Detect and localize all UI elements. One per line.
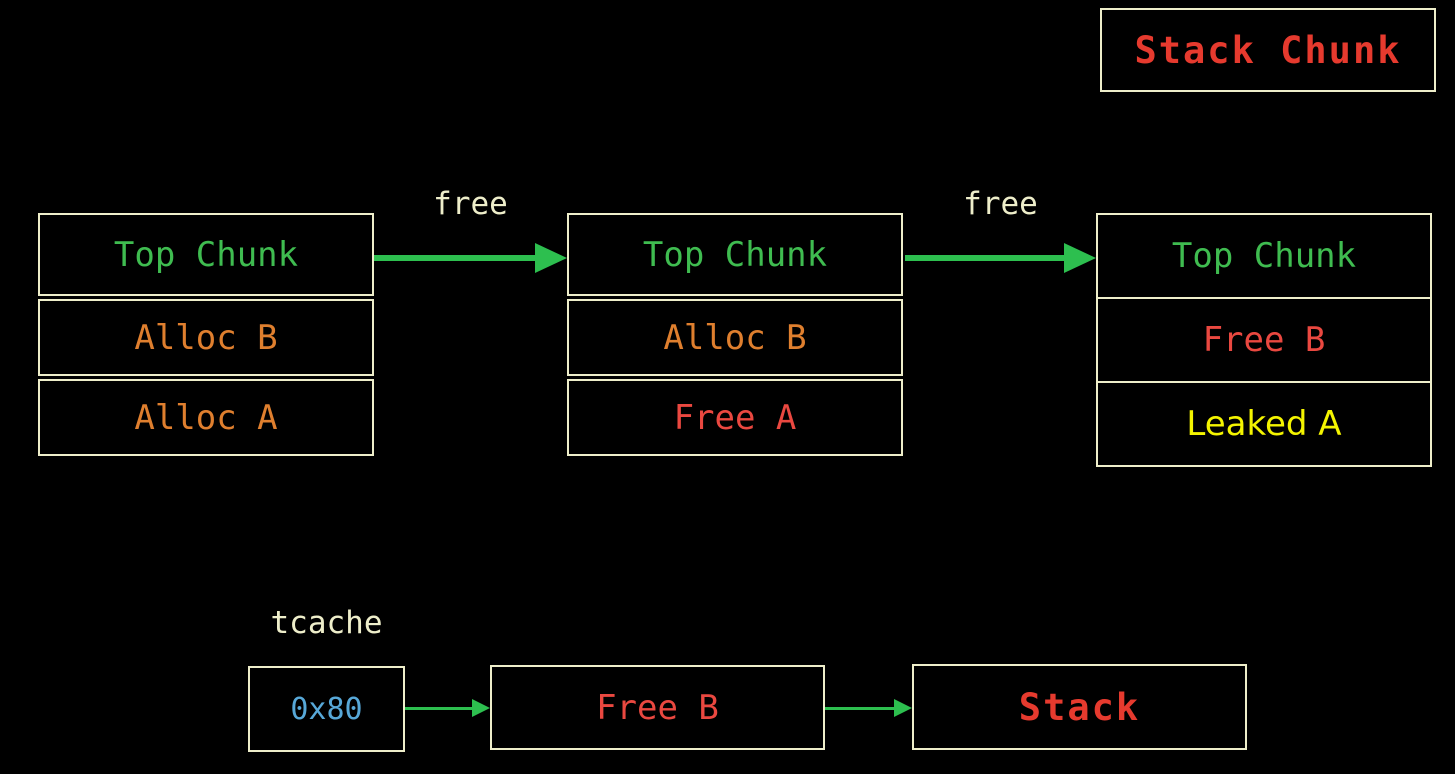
free-arrow-2-icon <box>905 243 1096 273</box>
chunk-label: Alloc B <box>134 317 278 358</box>
free-arrow-1-icon <box>374 243 567 273</box>
chunk-label: Top Chunk <box>1171 236 1357 276</box>
chunk-label: Alloc A <box>134 397 278 438</box>
stack-chunk-legend-label: Stack Chunk <box>1134 28 1402 72</box>
chunk-row-free-b: Free B <box>1096 297 1432 383</box>
arrow-line <box>825 707 896 710</box>
arrow-head <box>535 243 567 273</box>
chunk-row-top-chunk: Top Chunk <box>567 213 903 296</box>
arrow-line <box>405 707 474 710</box>
tcache-bin-size-label: 0x80 <box>290 691 363 727</box>
chunk-row-free-a: Free A <box>567 379 903 456</box>
arrow-head <box>894 699 912 717</box>
chunk-label: Alloc B <box>663 317 807 358</box>
chunk-label: Leaked A <box>1186 404 1342 444</box>
tcache-title: tcache <box>270 605 383 641</box>
chunk-label: Top Chunk <box>113 234 299 275</box>
tcache-node-label: Free B <box>596 687 719 728</box>
arrow-head <box>472 699 490 717</box>
heap-state-3: Top Chunk Free B Leaked A <box>1096 213 1432 467</box>
tcache-node-label: Stack <box>1018 685 1141 729</box>
chunk-row-alloc-b: Alloc B <box>38 299 374 376</box>
chunk-row-alloc-a: Alloc A <box>38 379 374 456</box>
tcache-bin-box: 0x80 <box>248 666 405 752</box>
chunk-row-top-chunk: Top Chunk <box>38 213 374 296</box>
chunk-label: Top Chunk <box>642 234 828 275</box>
chunk-row-alloc-b: Alloc B <box>567 299 903 376</box>
chunk-label: Free B <box>1202 320 1326 360</box>
tcache-node-stack: Stack <box>912 664 1247 750</box>
tcache-node-free-b: Free B <box>490 665 825 750</box>
chunk-label: Free A <box>673 397 797 438</box>
stack-chunk-legend-box: Stack Chunk <box>1100 8 1436 92</box>
tcache-link-arrow-2-icon <box>825 699 912 717</box>
heap-state-2: Top Chunk Alloc B Free A <box>567 213 903 459</box>
arrow-line <box>374 255 537 261</box>
heap-state-1: Top Chunk Alloc B Alloc A <box>38 213 374 459</box>
tcache-link-arrow-1-icon <box>405 699 490 717</box>
free-arrow-label-1: free <box>433 186 508 222</box>
arrow-head <box>1064 243 1096 273</box>
free-arrow-label-2: free <box>963 186 1038 222</box>
chunk-row-leaked-a: Leaked A <box>1096 381 1432 467</box>
arrow-line <box>905 255 1066 261</box>
chunk-row-top-chunk: Top Chunk <box>1096 213 1432 299</box>
